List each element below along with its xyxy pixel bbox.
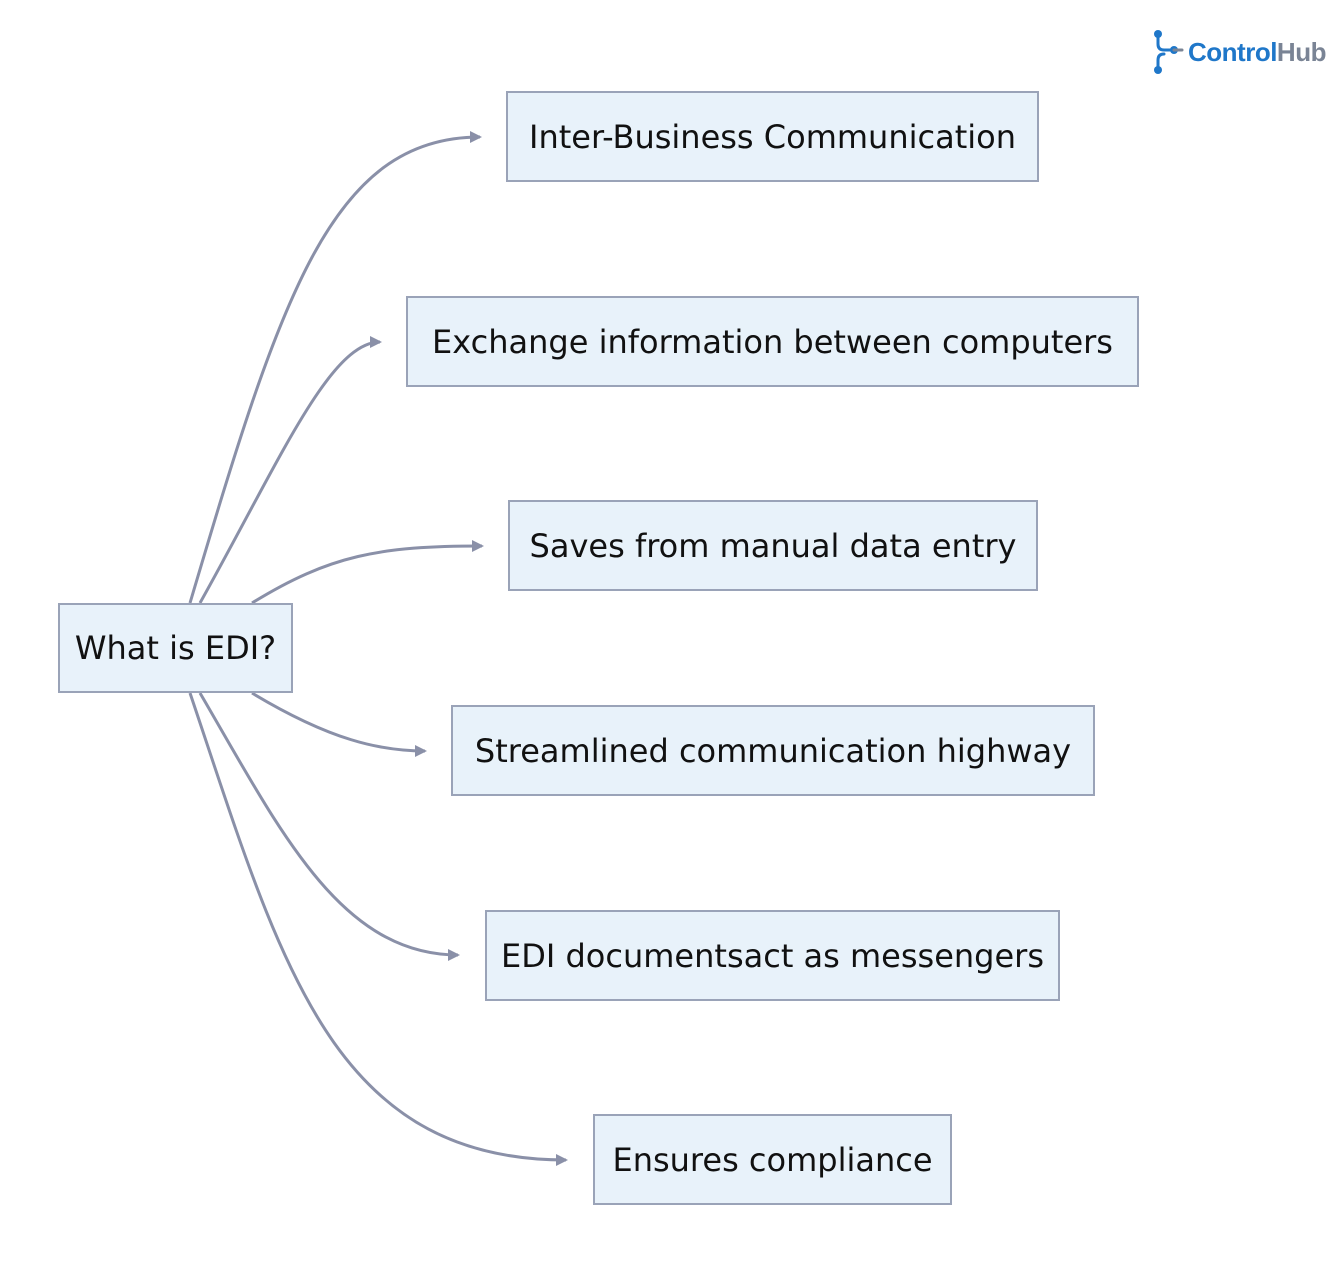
controlhub-logo: ControlHub xyxy=(1150,28,1326,76)
child-node-ensures-compliance: Ensures compliance xyxy=(593,1114,952,1205)
root-node-label: What is EDI? xyxy=(74,629,277,667)
child-node-label: Streamlined communication highway xyxy=(474,731,1072,770)
child-node-label: Saves from manual data entry xyxy=(529,526,1017,565)
logo-wordmark-hub: Hub xyxy=(1276,36,1327,67)
child-node-label: Ensures compliance xyxy=(612,1140,933,1179)
logo-wordmark: ControlHub xyxy=(1188,37,1326,68)
logo-wordmark-control: Control xyxy=(1188,36,1277,67)
network-node-icon xyxy=(1154,30,1184,74)
connector-arrow-4 xyxy=(251,691,427,757)
root-node-what-is-edi: What is EDI? xyxy=(58,603,293,693)
child-node-edi-documents-messengers: EDI documentsact as messengers xyxy=(485,910,1060,1001)
connector-arrow-1 xyxy=(188,131,482,604)
connector-arrow-3 xyxy=(251,540,484,605)
child-node-inter-business-communication: Inter-Business Communication xyxy=(506,91,1039,182)
child-node-exchange-information: Exchange information between computers xyxy=(406,296,1139,387)
child-node-label: Exchange information between computers xyxy=(432,322,1113,361)
child-node-label: EDI documentsact as messengers xyxy=(501,936,1044,975)
connector-arrow-2 xyxy=(198,336,382,604)
connector-arrow-5 xyxy=(198,692,460,961)
child-node-label: Inter-Business Communication xyxy=(529,117,1016,156)
connector-arrow-6 xyxy=(188,692,568,1166)
child-node-streamlined-communication: Streamlined communication highway xyxy=(451,705,1095,796)
child-node-saves-manual-data-entry: Saves from manual data entry xyxy=(508,500,1038,591)
